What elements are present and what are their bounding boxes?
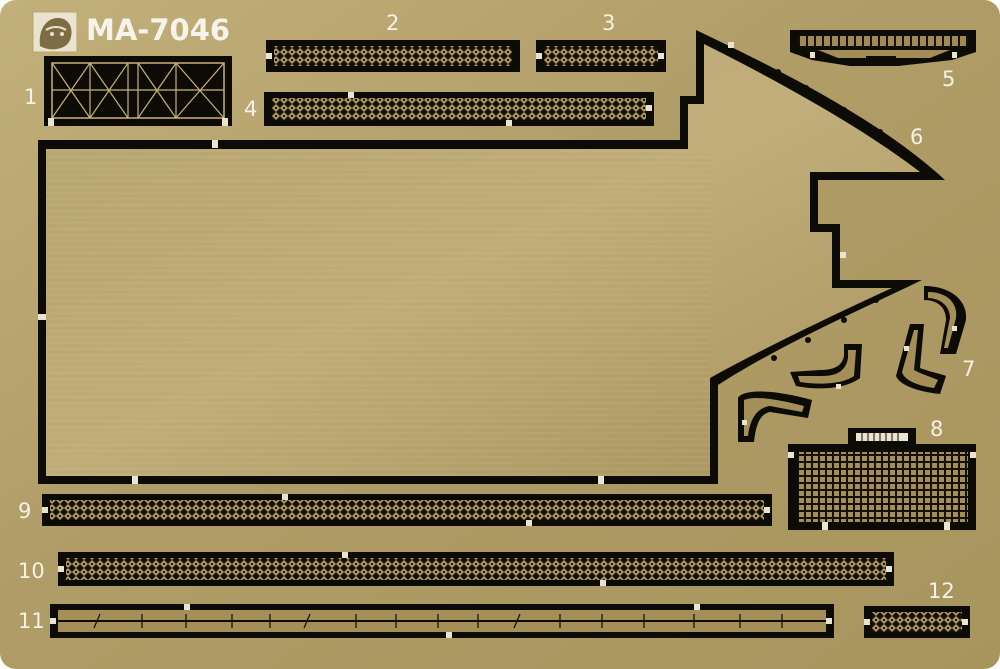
- part-4: [264, 92, 654, 126]
- part-label-11: 11: [18, 609, 45, 633]
- part-5: [790, 30, 976, 66]
- sheet-code: MA-7046: [86, 13, 230, 47]
- part-9: [42, 494, 772, 526]
- part-label-7: 7: [962, 357, 975, 381]
- part-10: [58, 552, 894, 586]
- part-1: [44, 56, 232, 126]
- part-label-3: 3: [602, 11, 615, 35]
- part-label-6: 6: [910, 125, 923, 149]
- part-7: [738, 286, 967, 442]
- part-label-8: 8: [930, 417, 943, 441]
- part-2: [266, 40, 520, 72]
- part-label-9: 9: [18, 499, 31, 523]
- part-8: [788, 428, 976, 530]
- part-label-1: 1: [24, 85, 37, 109]
- part-label-10: 10: [18, 559, 45, 583]
- part-label-12: 12: [928, 579, 955, 603]
- part-label-5: 5: [942, 67, 955, 91]
- part-label-2: 2: [386, 11, 399, 35]
- face-logo-icon: [32, 11, 78, 53]
- part-11: [50, 604, 834, 638]
- part-6: [38, 30, 945, 484]
- part-3: [536, 40, 666, 72]
- part-label-4: 4: [244, 97, 257, 121]
- part-12: [864, 606, 970, 638]
